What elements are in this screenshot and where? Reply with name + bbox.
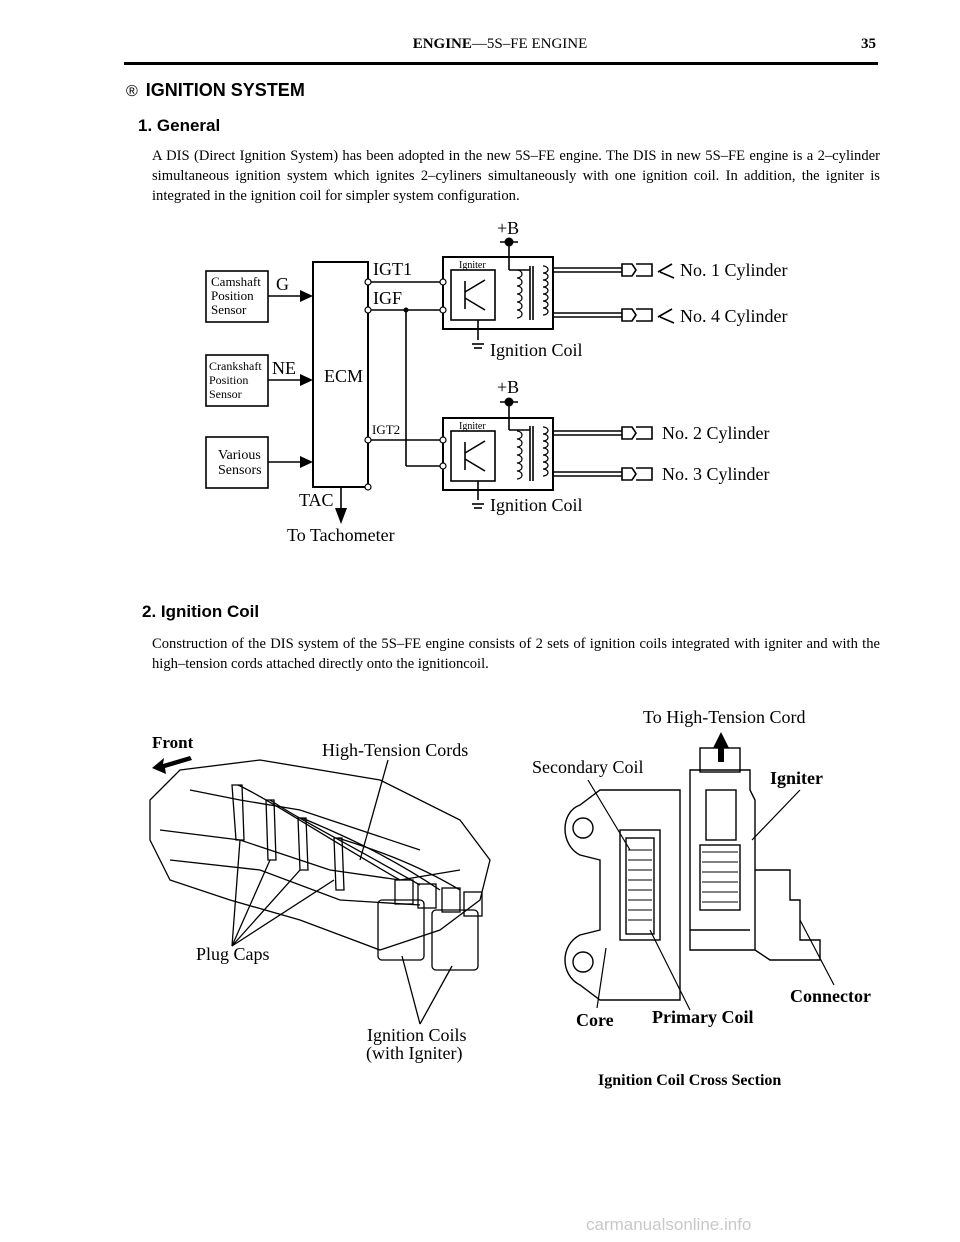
camshaft-label-3: Sensor — [211, 302, 247, 317]
connector-label: Connector — [790, 986, 871, 1006]
camshaft-label-2: Position — [211, 288, 254, 303]
igt1-label: IGT1 — [373, 259, 412, 279]
upper-secondary-winding — [542, 265, 549, 316]
ignition-wiring-diagram: Camshaft Position Sensor Crankshaft Posi… — [205, 218, 788, 545]
general-paragraph: A DIS (Direct Ignition System) has been … — [152, 148, 880, 204]
various-label-2: Sensors — [218, 463, 262, 478]
secondary-coil-label: Secondary Coil — [532, 757, 643, 777]
upper-primary-winding — [516, 269, 523, 319]
page-header: ENGINE—5S–FE ENGINE 35 — [124, 36, 876, 58]
plug-caps-label: Plug Caps — [196, 944, 270, 964]
igf-label: IGF — [373, 288, 402, 308]
camshaft-label-1: Camshaft — [211, 274, 261, 289]
lower-primary-winding — [516, 430, 523, 480]
coil-windings — [628, 849, 738, 921]
ecm-label: ECM — [324, 366, 363, 386]
crankshaft-label-1: Crankshaft — [209, 359, 262, 373]
ignition-coil-label-upper: Ignition Coil — [490, 340, 583, 360]
crankshaft-label-3: Sensor — [209, 387, 242, 401]
cyl-1-label: No. 1 Cylinder — [680, 260, 788, 280]
cyl-2-label: No. 2 Cylinder — [662, 423, 770, 443]
plug-4 — [621, 308, 653, 322]
spark-1-icon — [657, 263, 675, 279]
to-tachometer-label: To Tachometer — [287, 525, 395, 545]
various-label-1: Various — [218, 448, 261, 463]
lower-secondary-winding — [542, 426, 549, 477]
tac-label: TAC — [299, 490, 334, 510]
figure-caption: Ignition Coil Cross Section — [598, 1072, 782, 1089]
igniter-label: Igniter — [770, 768, 823, 788]
front-label: Front — [152, 733, 194, 752]
ignition-coil-figure: Front High-Tension Cords Plug Caps Ignit… — [149, 707, 871, 1064]
coil-cross-section — [564, 747, 821, 1001]
section-marker: ® — [126, 83, 138, 100]
header-title: ENGINE—5S–FE ENGINE — [412, 36, 588, 52]
section-title: ®IGNITION SYSTEM — [126, 80, 305, 100]
plug-3 — [621, 467, 653, 481]
igt2-label: IGT2 — [372, 422, 400, 437]
plug-1 — [621, 263, 653, 277]
lower-coil-box — [442, 417, 554, 491]
plug-2 — [621, 426, 653, 440]
ignition-coil-label-lower: Ignition Coil — [490, 495, 583, 515]
spark-4-icon — [657, 308, 675, 324]
cyl-3-label: No. 3 Cylinder — [662, 464, 770, 484]
core-label: Core — [576, 1010, 614, 1030]
coil-paragraph: Construction of the DIS system of the 5S… — [152, 636, 880, 672]
signal-g: G — [276, 274, 289, 294]
signal-ne: NE — [272, 358, 296, 378]
cyl-4-label: No. 4 Cylinder — [680, 306, 788, 326]
to-high-tension-cord-label: To High-Tension Cord — [643, 707, 805, 727]
upper-coil-box — [442, 256, 554, 330]
lower-igniter-box — [450, 430, 496, 482]
front-arrow-icon — [152, 756, 192, 774]
upper-igniter-box — [450, 269, 496, 321]
igniter-label-upper: Igniter — [459, 260, 486, 271]
ignition-coils-label-2: (with Igniter) — [366, 1043, 462, 1064]
igniter-label-lower: Igniter — [459, 421, 486, 432]
up-arrow-icon — [713, 732, 729, 762]
primary-coil-label: Primary Coil — [652, 1007, 753, 1027]
plus-b-label-lower: +B — [497, 377, 519, 397]
tachometer-arrow-icon — [335, 508, 347, 524]
coil-heading: 2. Ignition Coil — [142, 602, 260, 621]
page-number: 35 — [861, 36, 876, 52]
crankshaft-label-2: Position — [209, 373, 248, 387]
plus-b-label-upper: +B — [497, 218, 519, 238]
header-rule — [124, 62, 878, 65]
high-tension-cords-label: High-Tension Cords — [322, 740, 468, 760]
plus-b-terminal-upper — [504, 237, 514, 247]
plus-b-terminal-lower — [504, 397, 514, 407]
engine-illustration — [149, 759, 491, 1025]
general-heading: 1. General — [138, 116, 221, 135]
ignition-coils-label-1: Ignition Coils — [367, 1025, 467, 1045]
watermark: carmanualsonline.info — [586, 1215, 752, 1234]
